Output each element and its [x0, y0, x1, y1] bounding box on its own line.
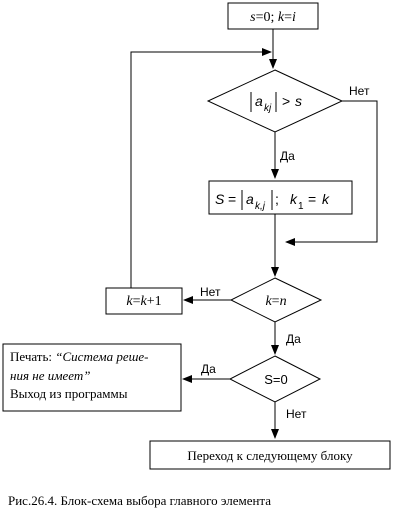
next-block-text: Переход к следующему блоку — [187, 448, 353, 463]
svg-text:=: = — [308, 191, 316, 207]
svg-text:kj: kj — [264, 103, 272, 114]
next-block — [149, 440, 391, 470]
start-block-text: s=0; k=i — [250, 10, 296, 25]
svg-text:s: s — [295, 93, 302, 109]
svg-text:S: S — [215, 191, 225, 207]
no-label-2: Нет — [200, 285, 221, 299]
assign-block — [208, 180, 353, 215]
yes-label-1: Да — [280, 149, 295, 163]
svg-text:=: = — [228, 191, 236, 207]
start-block — [227, 2, 319, 30]
yes-label-3: Да — [201, 362, 216, 376]
svg-text:a: a — [255, 93, 263, 109]
print-box — [2, 343, 182, 412]
svg-text:;: ; — [275, 191, 279, 207]
figure-caption: Рис.26.4. Блок-схема выбора главного эле… — [8, 493, 271, 508]
svg-text:k: k — [290, 191, 298, 207]
svg-text:k,j: k,j — [255, 201, 266, 212]
svg-text:>: > — [282, 93, 290, 109]
increment-block-text: k=k+1 — [126, 294, 161, 309]
no-label-1: Нет — [349, 84, 370, 98]
svg-text:a: a — [246, 191, 254, 207]
s-zero-text: S=0 — [264, 372, 288, 387]
no-label-3: Нет — [286, 407, 307, 421]
condition-diamond — [206, 69, 344, 133]
yes-label-2: Да — [286, 332, 301, 346]
condition-formula: a kj > s — [250, 92, 302, 114]
print-box-line3: Выход из программы — [10, 386, 128, 401]
assign-formula: S = a k,j ; k 1 = k — [215, 190, 330, 212]
print-box-line2: ния не имеет” — [10, 368, 91, 383]
increment-block — [105, 287, 183, 315]
loop-condition-text: k=n — [265, 294, 286, 309]
svg-text:k: k — [322, 191, 330, 207]
svg-text:1: 1 — [298, 201, 304, 212]
print-box-line1: Печать: “Система реше- — [10, 349, 149, 364]
